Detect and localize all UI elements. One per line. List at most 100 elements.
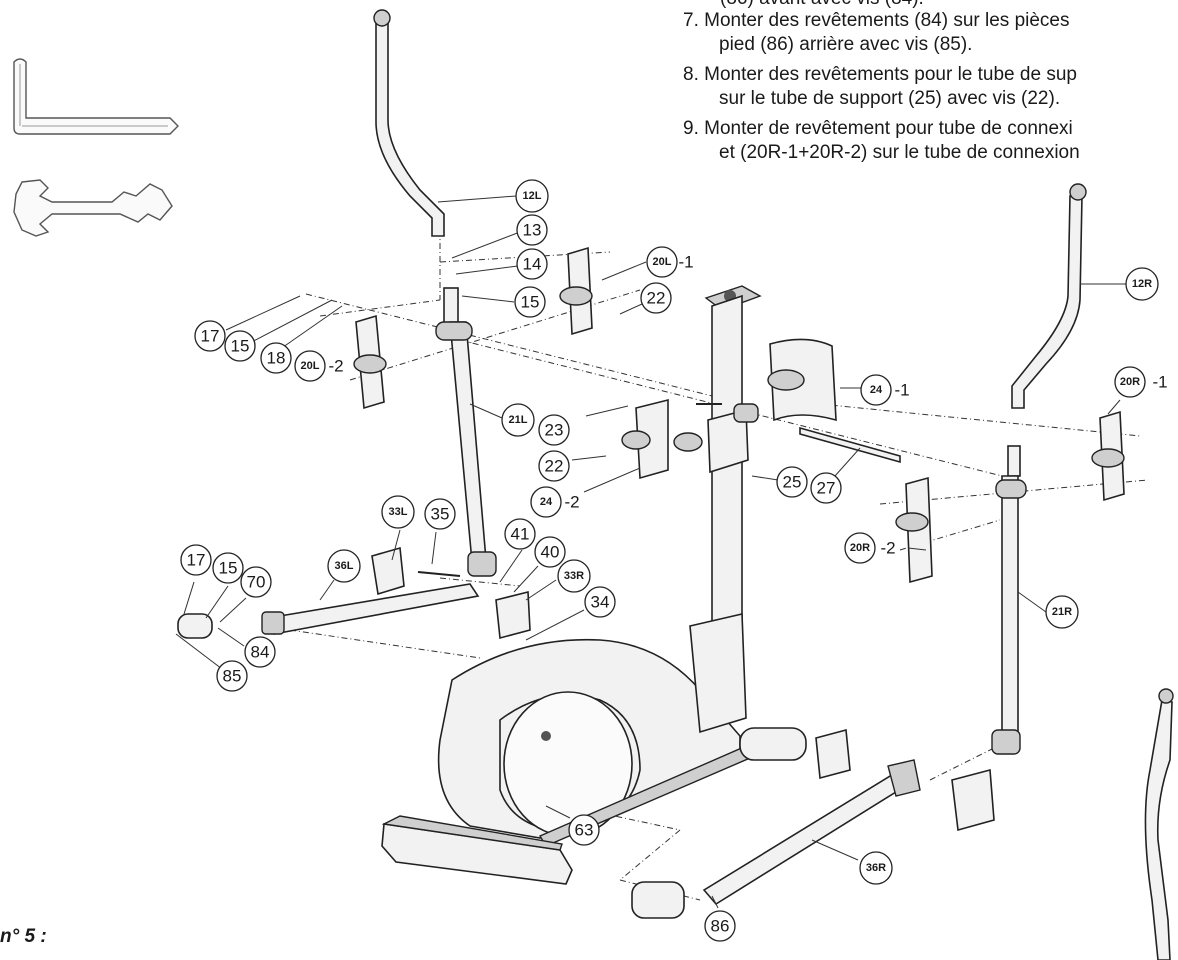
label-15b: 15 xyxy=(231,337,250,356)
callout-15b: 15 xyxy=(224,330,256,362)
callout-85: 85 xyxy=(216,660,248,692)
label-24-2-suffix: -2 xyxy=(564,493,579,512)
instruction-step-7: 7. Monter des revêtements (84) sur les p… xyxy=(683,10,1070,31)
leader-lines xyxy=(175,195,1126,909)
callout-24-1: 24 -1 xyxy=(860,374,910,406)
label-20R-1: 20R xyxy=(1120,376,1140,388)
label-41: 41 xyxy=(511,525,530,544)
callout-15c: 15 xyxy=(212,552,244,584)
callout-41: 41 xyxy=(504,518,536,550)
step-title: n° 5 : xyxy=(0,926,47,947)
instruction-step-7-cont: pied (86) arrière avec vis (85). xyxy=(719,34,973,55)
label-34: 34 xyxy=(591,593,610,612)
callout-24-2: 24 -2 xyxy=(530,486,580,518)
callout-33R: 33R xyxy=(557,559,591,593)
label-18: 18 xyxy=(267,349,286,368)
callout-17b: 17 xyxy=(180,544,212,576)
center-covers xyxy=(621,338,837,480)
left-connector-covers xyxy=(353,246,593,410)
callout-12R: 12R xyxy=(1125,267,1159,301)
label-70: 70 xyxy=(247,573,266,592)
callout-20R-1: 20R -1 xyxy=(1114,366,1168,398)
left-pedal-arm xyxy=(177,546,531,640)
right-pedal-arm xyxy=(631,728,995,919)
label-20L-1: 20L xyxy=(653,256,672,268)
label-84: 84 xyxy=(251,643,270,662)
label-22b: 22 xyxy=(545,457,564,476)
main-frame xyxy=(437,613,807,847)
label-20L-1-suffix: -1 xyxy=(678,253,693,272)
label-24-1-suffix: -1 xyxy=(894,381,909,400)
label-21L: 21L xyxy=(509,414,528,426)
label-17b: 17 xyxy=(187,551,206,570)
label-33L: 33L xyxy=(389,506,408,518)
axle-27 xyxy=(799,426,901,464)
callout-40: 40 xyxy=(534,536,566,568)
label-63: 63 xyxy=(575,821,594,840)
label-12R: 12R xyxy=(1132,278,1152,290)
label-24-1: 24 xyxy=(870,384,883,396)
label-21R: 21R xyxy=(1052,606,1072,618)
callout-12L: 12L xyxy=(515,179,549,213)
callout-21R: 21R xyxy=(1045,595,1079,629)
wrench-icon xyxy=(13,179,173,237)
callout-20L-2: 20L -2 xyxy=(294,350,344,382)
callout-35: 35 xyxy=(424,498,456,530)
label-13: 13 xyxy=(523,221,542,240)
label-24-2: 24 xyxy=(540,496,553,508)
callout-33L: 33L xyxy=(381,495,415,529)
callout-22b: 22 xyxy=(538,450,570,482)
instruction-step-8: 8. Monter des revêtements pour le tube d… xyxy=(683,64,1077,85)
label-20R-1-suffix: -1 xyxy=(1152,373,1167,392)
callout-20R-2: 20R -2 xyxy=(844,532,896,564)
instruction-step-9-cont: et (20R-1+20R-2) sur le tube de connexio… xyxy=(719,142,1080,163)
callout-13: 13 xyxy=(516,214,548,246)
callout-36R: 36R xyxy=(859,851,893,885)
label-35: 35 xyxy=(431,505,450,524)
label-17a: 17 xyxy=(201,327,220,346)
callout-34: 34 xyxy=(584,586,616,618)
label-40: 40 xyxy=(541,543,560,562)
callout-17a: 17 xyxy=(194,320,226,352)
right-upright-tube xyxy=(991,445,1027,755)
label-33R: 33R xyxy=(564,570,584,582)
instruction-step-8-cont: sur le tube de support (25) avec vis (22… xyxy=(719,88,1061,109)
label-36L: 36L xyxy=(335,560,354,572)
label-15c: 15 xyxy=(219,559,238,578)
callout-23: 23 xyxy=(538,414,570,446)
callout-18: 18 xyxy=(260,342,292,374)
label-20R-2-suffix: -2 xyxy=(880,539,895,558)
right-handlebar xyxy=(1011,183,1087,409)
callout-86: 86 xyxy=(704,910,736,942)
callout-84: 84 xyxy=(244,636,276,668)
label-20L-2-suffix: -2 xyxy=(328,357,343,376)
left-upright-tube xyxy=(435,287,497,577)
left-handlebar xyxy=(373,9,445,237)
label-12L: 12L xyxy=(523,190,542,202)
label-20L-2: 20L xyxy=(301,360,320,372)
right-connector-covers xyxy=(895,410,1125,584)
allen-key-icon xyxy=(13,58,179,135)
callout-21L: 21L xyxy=(501,403,535,437)
callout-22a: 22 xyxy=(640,282,672,314)
callout-15a: 15 xyxy=(514,286,546,318)
label-36R: 36R xyxy=(866,862,886,874)
label-14: 14 xyxy=(523,255,542,274)
callout-70: 70 xyxy=(240,566,272,598)
label-15a: 15 xyxy=(521,293,540,312)
front-stabilizer xyxy=(381,815,573,885)
label-22a: 22 xyxy=(647,289,666,308)
callout-25: 25 xyxy=(776,466,808,498)
instruction-step-9: 9. Monter de revêtement pour tube de con… xyxy=(683,118,1073,139)
label-25: 25 xyxy=(783,473,802,492)
label-85: 85 xyxy=(223,667,242,686)
label-20R-2: 20R xyxy=(850,542,870,554)
support-tube xyxy=(704,285,762,652)
callout-20L-1: 20L -1 xyxy=(646,246,694,278)
callout-36L: 36L xyxy=(327,549,361,583)
right-handlebar-partial xyxy=(1144,688,1174,960)
callout-27: 27 xyxy=(810,472,842,504)
callout-14: 14 xyxy=(516,248,548,280)
